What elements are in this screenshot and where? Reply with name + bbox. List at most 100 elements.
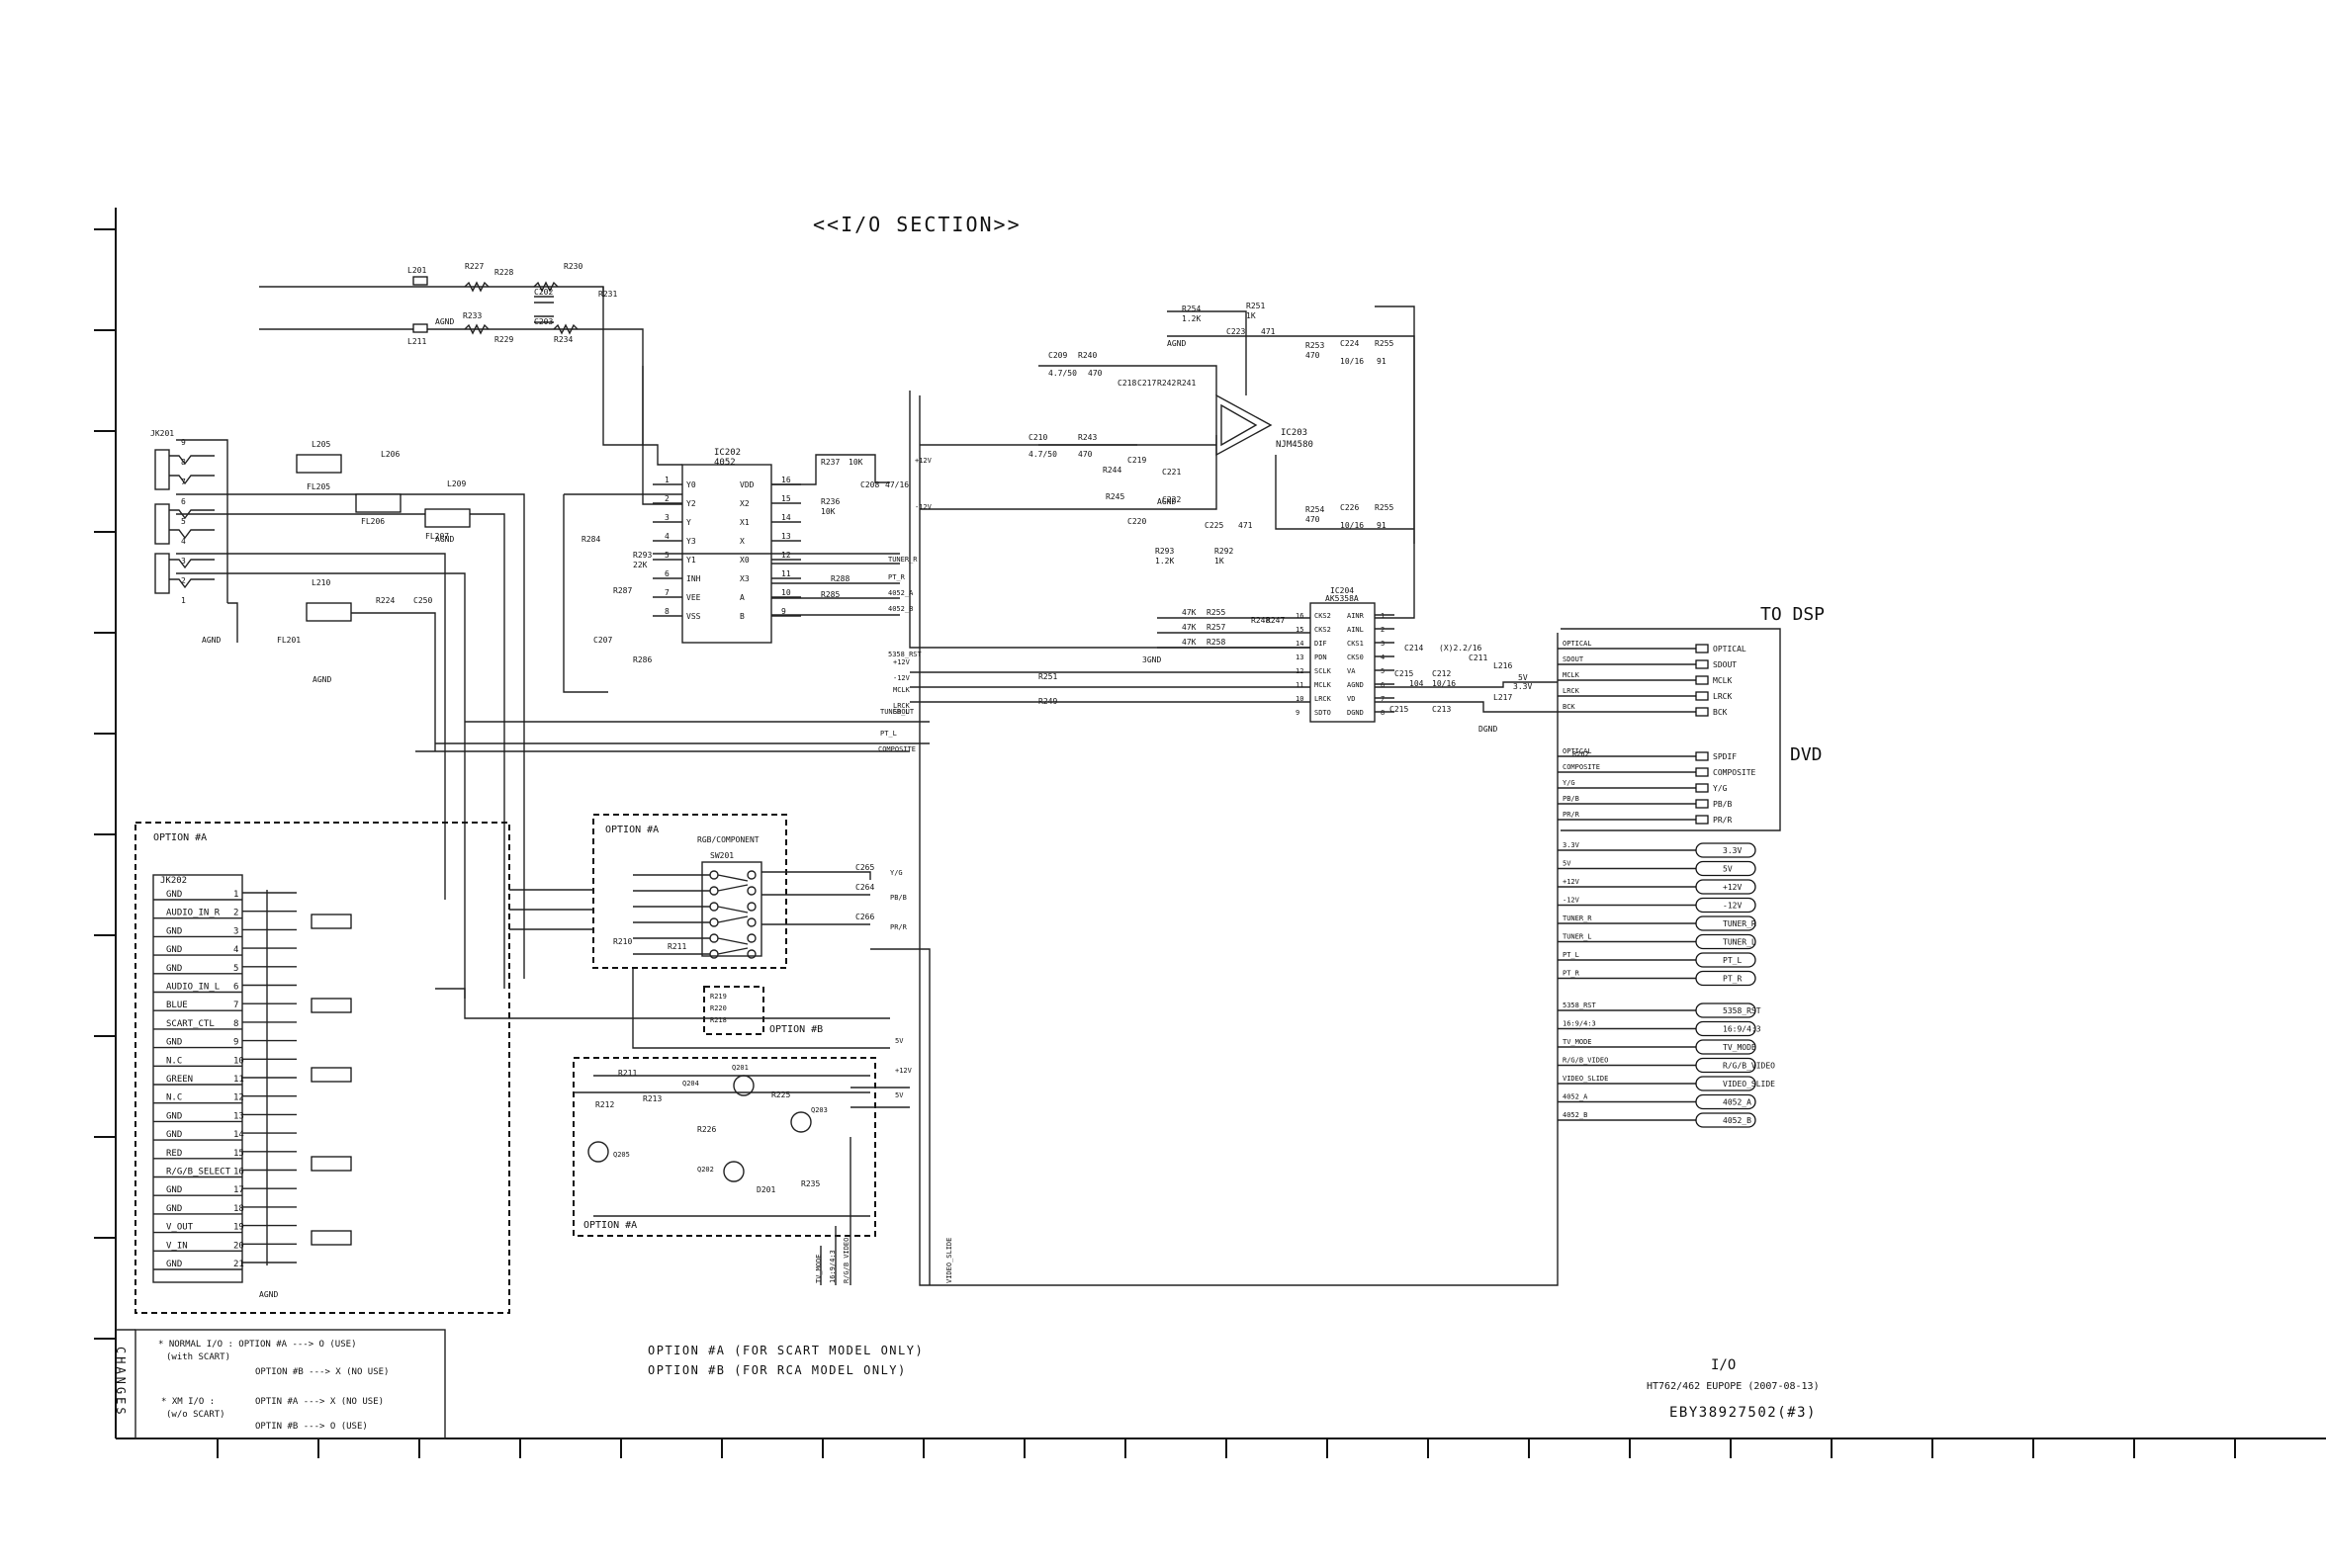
svg-text:R220: R220 xyxy=(710,1004,727,1012)
jk202-signal: V_OUT xyxy=(166,1223,194,1233)
svg-text:C265: C265 xyxy=(855,863,874,872)
svg-text:C211: C211 xyxy=(1469,653,1487,662)
svg-text:AGND: AGND xyxy=(202,636,221,645)
rca-jack-body xyxy=(154,503,170,545)
svg-text:R287: R287 xyxy=(613,586,632,595)
svg-text:R211: R211 xyxy=(618,1069,637,1078)
bus-label: Y/G xyxy=(890,869,903,877)
svg-text:R233: R233 xyxy=(463,311,482,320)
connector-label: SDOUT xyxy=(1713,660,1737,669)
jk202-pin: 4 xyxy=(233,945,238,955)
jk202-signal: GND xyxy=(166,1260,182,1269)
document-number: EBY38927502(#3) xyxy=(1669,1405,1817,1421)
jk202-pin: 16 xyxy=(233,1168,244,1177)
ic202-pin-num: 5 xyxy=(665,551,670,560)
jk202-signal: RED xyxy=(166,1149,182,1159)
svg-text:470: 470 xyxy=(1078,450,1093,459)
connector-terminal xyxy=(1695,842,1756,858)
svg-text:R293: R293 xyxy=(1155,547,1174,556)
connector-pin xyxy=(1695,659,1709,669)
jk202-signal: GND xyxy=(166,890,182,900)
net-label: PT_L xyxy=(1563,951,1579,959)
ic204-adc: IC204 AK5358A CKS216CKS215DIF14PDN13SCLK… xyxy=(1038,586,1532,734)
connector-label: VIDEO_SLIDE xyxy=(1723,1080,1775,1089)
svg-text:AGND: AGND xyxy=(313,675,331,684)
svg-text:C225: C225 xyxy=(1205,521,1223,530)
svg-text:R244: R244 xyxy=(1103,466,1121,475)
svg-text:91: 91 xyxy=(1377,357,1387,366)
filter-block xyxy=(311,1156,352,1172)
svg-text:R284: R284 xyxy=(582,535,600,544)
connector-label: PR/R xyxy=(1713,816,1732,825)
connector-pin xyxy=(1695,751,1709,761)
jk202-signal: N.C xyxy=(166,1056,182,1066)
net-label: SDOUT xyxy=(1563,655,1584,663)
sheet-name: I/O xyxy=(1711,1357,1736,1373)
svg-text:R210: R210 xyxy=(613,937,632,946)
ic202-pin-name: VDD xyxy=(740,480,755,489)
ic204-pin-name: CKS0 xyxy=(1347,653,1364,661)
ic202-pin-num: 11 xyxy=(781,569,791,578)
svg-text:R251: R251 xyxy=(1038,672,1057,681)
jk202-pin: 19 xyxy=(233,1223,244,1233)
svg-text:R251: R251 xyxy=(1246,302,1265,310)
rca-jack-body xyxy=(154,449,170,490)
bus-label: COMPOSITE xyxy=(878,745,916,753)
rca-jack-body xyxy=(154,553,170,594)
net-label: TUNER_L xyxy=(1563,933,1592,941)
connector-pin xyxy=(1695,783,1709,793)
filter-block xyxy=(311,1067,352,1083)
net-label: +12V xyxy=(1563,878,1580,886)
bus-label: PT_L xyxy=(880,730,897,738)
svg-text:C266: C266 xyxy=(855,913,874,921)
svg-text:AGND: AGND xyxy=(1157,497,1176,506)
jk202-signal: GND xyxy=(166,964,182,974)
connector-pin xyxy=(1695,644,1709,653)
svg-text:4.7/50: 4.7/50 xyxy=(1048,369,1077,378)
ic204-pin-num: 12 xyxy=(1296,667,1303,675)
connector-pin xyxy=(1695,799,1709,809)
jk202-pin: 12 xyxy=(233,1093,244,1103)
signal-bus: +12V-12VTUNER_RPT_R4052_A4052_B5358_RST+… xyxy=(435,305,1559,1286)
svg-text:C217: C217 xyxy=(1137,379,1156,388)
svg-text:L217: L217 xyxy=(1493,693,1512,702)
svg-text:L210: L210 xyxy=(312,578,330,587)
svg-text:NJM4580: NJM4580 xyxy=(1276,440,1313,450)
svg-text:R293: R293 xyxy=(633,551,652,560)
ic202-pin-name: Y3 xyxy=(686,537,696,546)
net-label: 5V xyxy=(1563,860,1571,868)
svg-text:C212: C212 xyxy=(1432,669,1451,678)
bus-label: +12V xyxy=(893,658,911,666)
connector-terminal xyxy=(1695,1020,1756,1037)
svg-text:R218: R218 xyxy=(710,1016,727,1024)
sheet-frame xyxy=(94,208,2326,1458)
ic202-pin-name: X xyxy=(740,537,745,546)
svg-text:JK201: JK201 xyxy=(150,429,174,438)
bus-label: MCLK xyxy=(893,686,911,694)
connector-label: COMPOSITE xyxy=(1713,768,1756,777)
net-label: PT_R xyxy=(1563,970,1580,978)
svg-text:C209: C209 xyxy=(1048,351,1067,360)
ic204-pin-num: 16 xyxy=(1296,612,1303,620)
net-label: TV_MODE xyxy=(1563,1038,1592,1046)
svg-text:3GND: 3GND xyxy=(1142,655,1161,664)
net-label: OPTICAL xyxy=(1563,640,1592,648)
jk201-pin: 3 xyxy=(181,557,186,566)
svg-text:IC204: IC204 xyxy=(1330,586,1354,595)
bus-label: +12V xyxy=(895,1067,913,1075)
connector-label: 3.3V xyxy=(1723,846,1742,855)
svg-text:R229: R229 xyxy=(494,335,513,344)
svg-text:R245: R245 xyxy=(1106,492,1124,501)
svg-text:C203: C203 xyxy=(534,317,553,326)
net-label: LRCK xyxy=(1563,687,1580,695)
option-note-b: OPTION #B (FOR RCA MODEL ONLY) xyxy=(648,1363,907,1377)
svg-text:R240: R240 xyxy=(1078,351,1097,360)
net-label: VIDEO_SLIDE xyxy=(1563,1075,1608,1083)
net-label: 4052_B xyxy=(1563,1111,1587,1119)
svg-text:C207: C207 xyxy=(593,636,612,645)
jk202-pin: 17 xyxy=(233,1185,244,1195)
jk202-signal: GND xyxy=(166,926,182,936)
svg-text:471: 471 xyxy=(1261,327,1276,336)
